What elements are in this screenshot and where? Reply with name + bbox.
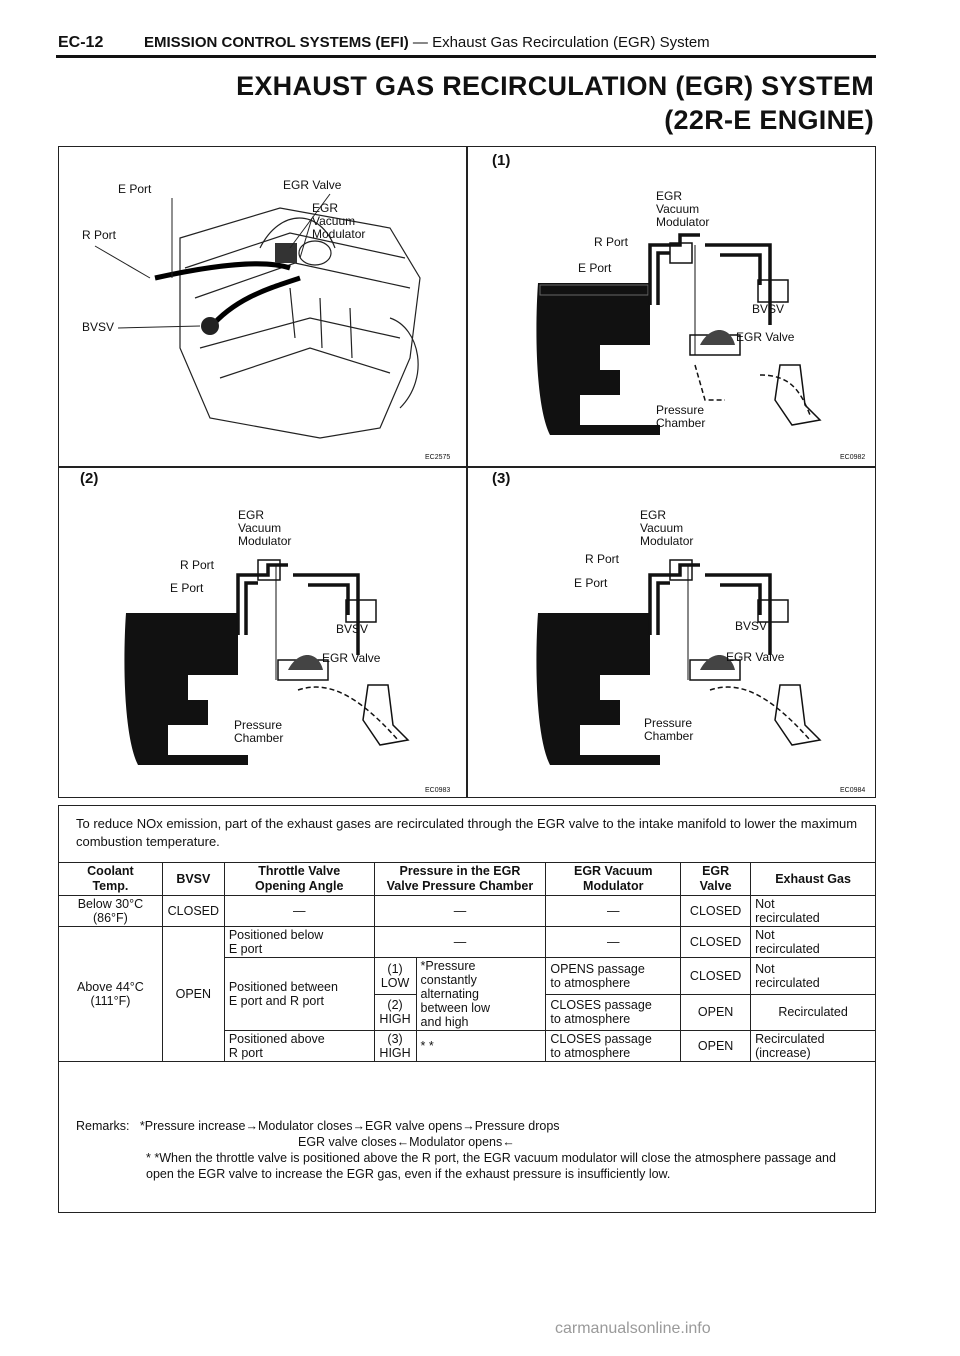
cell-p2-high: (2) HIGH: [373, 993, 417, 1031]
remarks-line1: Remarks: *Pressure increase→Modulator cl…: [76, 1118, 866, 1134]
intro-text: To reduce NOx emission, part of the exha…: [76, 816, 858, 849]
panel1-label-egr-vacuum-modulator: EGR Vacuum Modulator: [656, 189, 710, 229]
cell-not-recirculated: Not recirculated: [750, 926, 876, 958]
label-egr-vacuum-modulator: EGR Vacuum Modulator: [312, 201, 366, 241]
table-row: Positioned above R port (3) HIGH * * CLO…: [59, 1030, 876, 1062]
cell-not-recirculated: Not recirculated: [750, 957, 876, 995]
cell-p1-low: (1) LOW: [373, 957, 417, 995]
table-row: (2) HIGH CLOSES passage to atmosphere OP…: [59, 993, 876, 1031]
label-e-port: E Port: [118, 182, 152, 196]
cell-pos-below: Positioned below E port: [223, 926, 375, 958]
watermark: carmanualsonline.info: [555, 1320, 711, 1337]
engine-illustration: [154, 207, 421, 439]
panel3-label-bvsv: BVSV: [735, 619, 768, 633]
table-row: Positioned between E port and R port (1)…: [59, 957, 876, 1031]
table-header-row: Coolant Temp. BVSV Throttle Valve Openin…: [58, 862, 876, 896]
page-code: EC-12: [58, 34, 104, 51]
figure-code-1: EC0982: [840, 454, 866, 461]
remarks-note: * *When the throttle valve is positioned…: [146, 1151, 836, 1181]
cell-dash: —: [223, 895, 375, 927]
panel1-label-bvsv: BVSV: [752, 302, 785, 316]
col-header-bvsv: BVSV: [161, 862, 225, 896]
panel3-label-e-port: E Port: [574, 576, 608, 590]
cell-dash: —: [373, 926, 547, 958]
remarks-label: Remarks:: [76, 1119, 130, 1133]
cell-closes-passage: CLOSES passage to atmosphere: [545, 993, 682, 1031]
remarks-cycle-forward: *Pressure increase→Modulator closes→EGR …: [139, 1119, 560, 1133]
grid-divider-horizontal: [58, 466, 876, 468]
cell-egr-open: OPEN: [680, 1030, 752, 1062]
cell-not-recirculated: Not recirculated: [750, 895, 876, 927]
cell-bvsv-open: OPEN: [161, 926, 225, 1062]
section-header: EMISSION CONTROL SYSTEMS (EFI) — Exhaust…: [144, 34, 710, 51]
figure-code-engine: EC2575: [425, 454, 451, 461]
section-title: EMISSION CONTROL SYSTEMS (EFI): [144, 34, 409, 51]
label-bvsv: BVSV: [82, 320, 115, 334]
cell-above-temp: Above 44°C (111°F): [58, 926, 163, 1062]
col-header-throttle: Throttle Valve Opening Angle: [223, 862, 375, 896]
cell-closes-passage: CLOSES passage to atmosphere: [545, 1030, 682, 1062]
panel-number-2: (2): [80, 470, 99, 487]
cell-p3-high: (3) HIGH: [373, 1030, 417, 1062]
cell-double-star: * *: [415, 1030, 547, 1062]
cell-bvsv-closed: CLOSED: [161, 895, 225, 927]
cell-dash: —: [373, 895, 547, 927]
cell-recirculated: Recirculated: [750, 993, 876, 1031]
cell-egr-closed: CLOSED: [680, 895, 752, 927]
panel2-label-bvsv: BVSV: [336, 622, 369, 636]
cell-opens-passage: OPENS passage to atmosphere: [545, 957, 682, 995]
remarks-line2: EGR valve closes←Modulator opens←: [76, 1134, 866, 1150]
panel1-label-r-port: R Port: [594, 235, 629, 249]
header-rule: [56, 55, 876, 58]
egr-diagram-2: [124, 559, 410, 765]
col-header-egr-valve: EGR Valve: [680, 862, 752, 896]
egr-diagram-3: [536, 559, 822, 765]
cell-egr-closed: CLOSED: [680, 926, 752, 958]
panel2-label-pressure-chamber: Pressure Chamber: [234, 718, 284, 745]
engine-leader-lines: [94, 193, 331, 329]
grid-divider-vertical: [466, 146, 468, 798]
col-header-modulator: EGR Vacuum Modulator: [545, 862, 682, 896]
remarks: Remarks: *Pressure increase→Modulator cl…: [76, 1118, 866, 1182]
panel-number-1: (1): [492, 152, 511, 169]
page-title-line1: EXHAUST GAS RECIRCULATION (EGR) SYSTEM: [236, 71, 874, 101]
remarks-cycle-return: EGR valve closes←Modulator opens←: [298, 1135, 515, 1149]
panel2-label-egr-vacuum-modulator: EGR Vacuum Modulator: [238, 508, 292, 548]
cell-below-temp: Below 30°C (86°F): [58, 895, 163, 927]
panel2-label-r-port: R Port: [180, 558, 215, 572]
label-r-port: R Port: [82, 228, 117, 242]
table-row: Below 30°C (86°F) CLOSED — — — CLOSED No…: [58, 895, 876, 927]
table-row: Above 44°C (111°F) OPEN Positioned below…: [58, 926, 876, 1062]
panel3-label-r-port: R Port: [585, 552, 620, 566]
cell-pos-above: Positioned above R port: [223, 1030, 375, 1062]
panel3-label-egr-valve: EGR Valve: [726, 650, 785, 664]
figure-code-3: EC0984: [840, 787, 866, 794]
page-title-line2: (22R-E ENGINE): [664, 105, 874, 135]
cell-dash: —: [545, 895, 682, 927]
panel-number-3: (3): [492, 470, 511, 487]
cell-egr-open: OPEN: [680, 993, 752, 1031]
egr-diagram-1: [536, 233, 822, 435]
col-header-exhaust: Exhaust Gas: [750, 862, 876, 896]
panel2-label-e-port: E Port: [170, 581, 204, 595]
cell-dash: —: [545, 926, 682, 958]
egr-operation-table: Coolant Temp. BVSV Throttle Valve Openin…: [58, 862, 876, 1062]
panel1-label-egr-valve: EGR Valve: [736, 330, 795, 344]
panel1-label-pressure-chamber: Pressure Chamber: [656, 403, 706, 430]
col-header-pressure: Pressure in the EGR Valve Pressure Chamb…: [373, 862, 547, 896]
cell-recirculated-increase: Recirculated (increase): [750, 1030, 876, 1062]
col-header-coolant: Coolant Temp.: [58, 862, 163, 896]
cell-pressure-note: *Pressure constantly alternating between…: [415, 957, 547, 1031]
section-subtitle: — Exhaust Gas Recirculation (EGR) System: [408, 34, 710, 51]
panel2-label-egr-valve: EGR Valve: [322, 651, 381, 665]
panel3-label-pressure-chamber: Pressure Chamber: [644, 716, 694, 743]
figure-code-2: EC0983: [425, 787, 451, 794]
label-egr-valve: EGR Valve: [283, 178, 342, 192]
cell-egr-closed: CLOSED: [680, 957, 752, 995]
cell-pos-between: Positioned between E port and R port: [223, 957, 375, 1031]
panel1-label-e-port: E Port: [578, 261, 612, 275]
panel3-label-egr-vacuum-modulator: EGR Vacuum Modulator: [640, 508, 694, 548]
